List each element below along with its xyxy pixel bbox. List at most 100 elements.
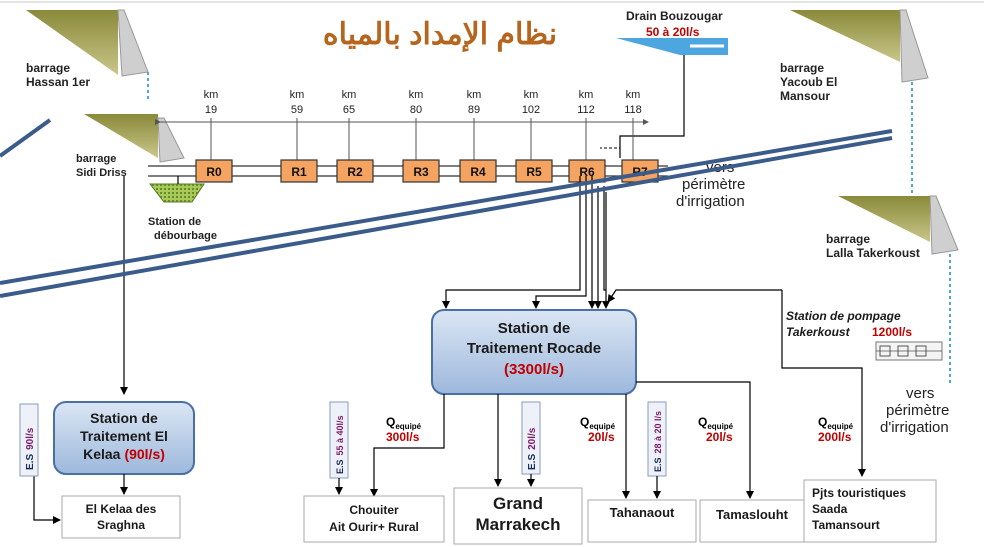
kelaa-label-1: Station de xyxy=(90,410,158,426)
q3-sub: equipé xyxy=(707,422,733,431)
es-label-1: E.S 90l/s xyxy=(19,403,39,477)
pumping-label-2: Takerkoust xyxy=(786,325,851,339)
dam-hassan-label-1: barrage xyxy=(26,61,70,75)
es-4-prefix: E.S xyxy=(653,457,663,472)
q1-flow: 300l/s xyxy=(386,430,420,444)
km-value-59: 59 xyxy=(291,104,303,116)
diagram-title: نظام الإمداد بالمياه xyxy=(323,18,557,53)
km-value-65: 65 xyxy=(343,104,355,116)
irrigation-right-2: périmètre xyxy=(886,402,949,419)
dest-tahanaout-1: Tahanaout xyxy=(610,505,675,520)
svg-text:E.S28 à 20 l/s: E.S 28 à 20 l/s xyxy=(653,411,663,472)
es-1-prefix: E.S xyxy=(25,454,36,470)
dest-chouiter-1: Chouiter xyxy=(349,503,399,517)
q1-q: Q xyxy=(386,415,395,429)
es-1-value: 90l/s xyxy=(25,427,36,450)
dest-sraghna-2: Sraghna xyxy=(97,518,145,532)
es-2-prefix: E.S xyxy=(335,459,345,474)
rocade-flow: (3300l/s) xyxy=(504,361,564,378)
q-equipe-pjts: Qequipé 200l/s xyxy=(818,415,854,444)
rocade-label-2: Traitement Rocade xyxy=(467,340,601,357)
q1-sub: equipé xyxy=(395,422,421,431)
km-unit-112: km xyxy=(579,89,594,101)
debourbage-label-1: Station de xyxy=(148,216,201,228)
reservoir-label: R5 xyxy=(526,165,542,179)
irrigation-right-1: vers xyxy=(906,385,934,402)
km-value-112: 112 xyxy=(577,104,595,116)
kelaa-label-3: Kelaa xyxy=(83,446,121,462)
dest-marrakech-1: Grand xyxy=(493,494,543,513)
debourbage-station: Station de débourbage xyxy=(148,176,217,242)
station-rocade: Station de Traitement Rocade (3300l/s) xyxy=(431,309,637,395)
dest-tahanaout: Tahanaout xyxy=(587,499,697,543)
svg-text:Qequipé: Qequipé xyxy=(698,415,734,431)
q-equipe-tahanaout: Qequipé 20l/s xyxy=(580,415,616,444)
dest-tamaslouht-1: Tamaslouht xyxy=(716,507,789,522)
dam-yacoub-label-3: Mansour xyxy=(780,89,830,103)
drain-flow: 50 à 20l/s xyxy=(646,25,700,39)
q4-flow: 200l/s xyxy=(818,430,852,444)
dam-sidi-driss-label-2: Sidi Driss xyxy=(76,167,127,179)
km-value-19: 19 xyxy=(205,104,217,116)
dest-sraghna-1: El Kelaa des xyxy=(86,502,157,516)
reservoir-label: R1 xyxy=(291,165,307,179)
q-equipe-chouiter: Qequipé 300l/s xyxy=(386,415,422,444)
rocade-label-1: Station de xyxy=(498,320,571,337)
pumping-label-1: Station de pompage xyxy=(786,309,901,323)
km-unit-59: km xyxy=(290,89,305,101)
es-4-value: 28 à 20 l/s xyxy=(653,411,663,454)
km-unit-102: km xyxy=(524,89,539,101)
svg-text:Qequipé: Qequipé xyxy=(580,415,616,431)
reservoir-label: R4 xyxy=(470,165,486,179)
dest-tamaslouht: Tamaslouht xyxy=(699,499,805,543)
es-3-value: 20l/s xyxy=(527,427,538,450)
reservoir-r3: R3 xyxy=(402,159,440,183)
km-value-102: 102 xyxy=(522,104,540,116)
rocade-feeders xyxy=(120,176,866,477)
reservoir-label: R3 xyxy=(413,165,429,179)
irrigation-top-3: d'irrigation xyxy=(676,193,745,210)
es-label-3: E.S20l/s xyxy=(521,401,541,487)
decorative-stripes xyxy=(0,118,893,298)
dam-hassan-label-2: Hassan 1er xyxy=(26,75,90,89)
km-unit-19: km xyxy=(204,89,219,101)
dest-pjts-1: Pjts touristiques xyxy=(812,486,906,500)
q-equipe-tamaslouht: Qequipé 20l/s xyxy=(698,415,734,444)
q3-flow: 20l/s xyxy=(706,430,733,444)
dam-yacoub-label-2: Yacoub El xyxy=(780,75,837,89)
reservoir-r5: R5 xyxy=(515,159,553,183)
reservoir-label: R2 xyxy=(347,165,363,179)
dam-sidi-driss-label-1: barrage xyxy=(76,153,116,165)
q3-q: Q xyxy=(698,415,707,429)
km-value-118: 118 xyxy=(624,104,642,116)
es-label-2: E.S55 à 40l/s xyxy=(329,401,349,495)
reservoir-r2: R2 xyxy=(336,159,374,183)
dest-pjts-2: Saada xyxy=(812,502,848,516)
q2-sub: equipé xyxy=(589,422,615,431)
svg-text:Qequipé: Qequipé xyxy=(818,415,854,431)
km-unit-118: km xyxy=(626,89,641,101)
debourbage-label-2: débourbage xyxy=(154,230,217,242)
drain-bouzougar: Drain Bouzougar 50 à 20l/s xyxy=(600,9,728,158)
dest-marrakech-2: Marrakech xyxy=(475,515,560,534)
svg-text:E.S20l/s: E.S20l/s xyxy=(527,427,538,470)
reservoir-r0: R0 xyxy=(195,159,233,183)
